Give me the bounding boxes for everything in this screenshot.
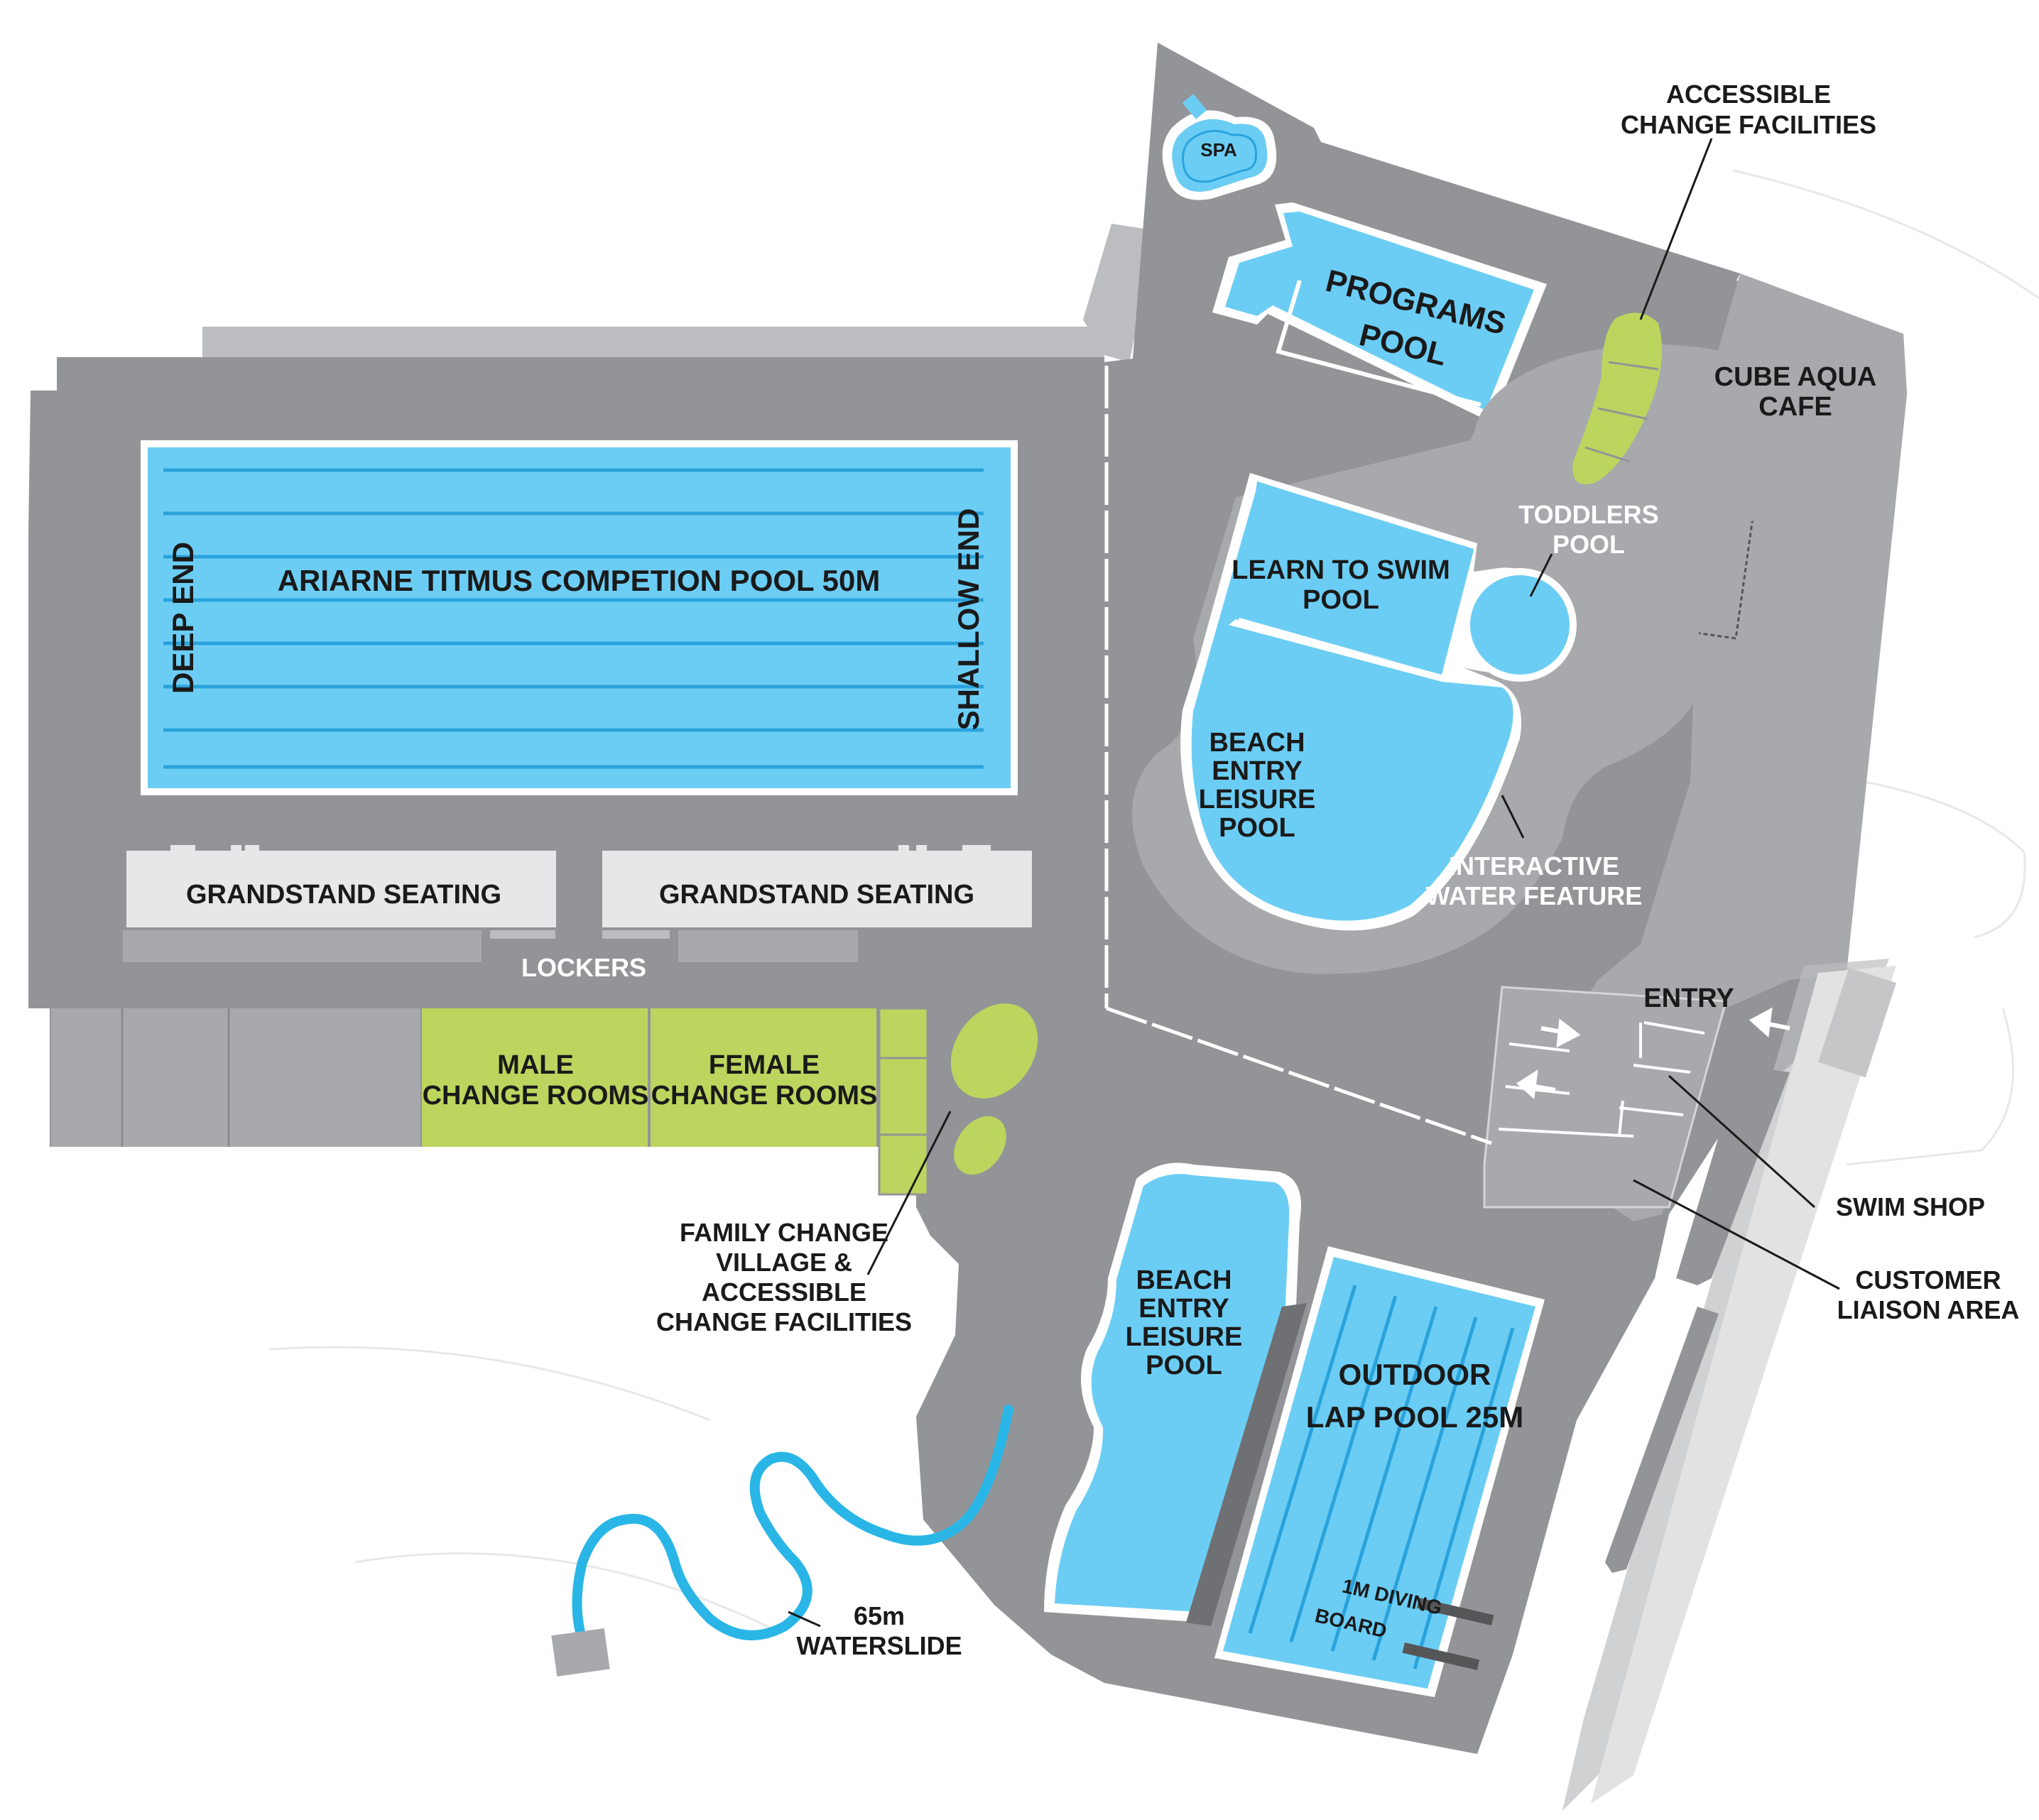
outdoor-pools: BEACH ENTRY LEISURE POOL OUTDOOR LAP POO… [1044,1162,1545,1697]
beach-entry-outdoor-label-3: LEISURE [1126,1322,1243,1352]
beach-entry-indoor-label-2: ENTRY [1212,756,1302,786]
link-corridor [1083,224,1158,362]
female-change-label-2: CHANGE ROOMS [651,1081,878,1111]
lane-lines [163,468,984,769]
beach-entry-indoor-label-3: LEISURE [1199,785,1316,814]
entry-arrow-icon [1749,1007,1790,1038]
family-change-label-1: FAMILY CHANGE [680,1218,888,1247]
programs-pool: PROGRAMS POOL [1212,202,1547,423]
entry-arrow-icon [1540,1018,1581,1048]
family-change-village [878,1007,929,1196]
deep-end-label: DEEP END [166,542,200,694]
accessible-change-label-2: CHANGE FACILITIES [1621,110,1876,139]
ramp-steps [1818,967,1896,1078]
spa: SPA [1162,94,1277,200]
leader-lines [788,138,1840,1628]
entry-arrows [1516,1007,1790,1099]
male-change-label-1: MALE [497,1050,574,1080]
female-change-label-1: FEMALE [709,1050,820,1080]
accessible-change-area [1474,312,1836,536]
lobby-floor [1491,273,1907,1221]
entry-partition [1498,1042,1634,1138]
grandstand-left-label: GRANDSTAND SEATING [186,880,501,910]
outdoor-lane-lines [1248,1285,1515,1669]
lockers-label: LOCKERS [521,953,646,982]
grandstands: GRANDSTAND SEATING GRANDSTAND SEATING LO… [123,845,1032,982]
waterslide-label-2: WATERSLIDE [796,1631,962,1660]
waterslide-label-1: 65m [854,1601,905,1630]
slide-tower [551,1628,610,1677]
cafe-label-2: CAFE [1758,392,1832,422]
diving-boards [1402,1598,1494,1670]
locker-banks [490,930,670,939]
entry-label: ENTRY [1643,983,1734,1013]
walkway [1562,959,1896,1811]
competition-pool-label: ARIARNE TITMUS COMPETION POOL 50M [278,564,881,597]
beach-entry-outdoor-label-1: BEACH [1136,1265,1231,1295]
toddlers-pool-label-2: POOL [1553,530,1625,559]
interactive-label-1: INTERACTIVE [1449,851,1619,881]
female-change-rooms [651,1008,876,1147]
waterslide [551,1405,1013,1677]
outdoor-lap-pool-label-1: OUTDOOR [1339,1358,1491,1391]
grounds [269,169,2039,1635]
beach-entry-indoor-label-4: POOL [1219,813,1295,843]
grandstand-right-label: GRANDSTAND SEATING [659,880,974,910]
labels: ACCESSIBLE CHANGE FACILITIES CUBE AQUA C… [656,80,2019,1660]
entry-hall [1483,986,1727,1209]
swim-shop-label: SWIM SHOP [1836,1192,1985,1221]
entry-arrow-icon [1516,1069,1556,1099]
outdoor-lap-pool-label-2: LAP POOL 25M [1306,1400,1524,1434]
male-change-label-2: CHANGE ROOMS [423,1081,649,1111]
family-change-label-4: CHANGE FACILITIES [656,1307,912,1336]
beach-entry-outdoor-label-4: POOL [1146,1351,1222,1380]
accessible-change-facilities [1572,312,1662,484]
shallow-end-label: SHALLOW END [952,508,985,731]
learn-to-swim-label-2: POOL [1303,585,1379,615]
family-change-label-3: ACCESSIBLE [702,1277,866,1307]
garden-beds [950,1003,1038,1175]
swim-shop-counter [1618,1021,1705,1137]
learn-to-swim-label-1: LEARN TO SWIM [1231,555,1450,585]
cafe-label-1: CUBE AQUA [1714,362,1877,392]
competition-pool: ARIARNE TITMUS COMPETION POOL 50M DEEP E… [141,440,1018,795]
family-change-label-2: VILLAGE & [716,1248,852,1277]
beach-entry-outdoor-label-2: ENTRY [1138,1294,1229,1324]
beach-entry-indoor-label-1: BEACH [1209,728,1305,758]
accessible-change-label-1: ACCESSIBLE [1666,80,1831,109]
spa-label: SPA [1200,139,1237,160]
customer-liaison-label-2: LIAISON AREA [1837,1295,2020,1324]
male-change-rooms [422,1008,648,1147]
toddlers-pool-label-1: TODDLERS [1518,500,1658,529]
glass-walls [1104,366,1492,1145]
interactive-label-2: WATER FEATURE [1426,881,1643,910]
change-rooms: MALE CHANGE ROOMS FEMALE CHANGE ROOMS [51,1007,929,1196]
customer-liaison-label-1: CUSTOMER [1855,1265,2001,1295]
